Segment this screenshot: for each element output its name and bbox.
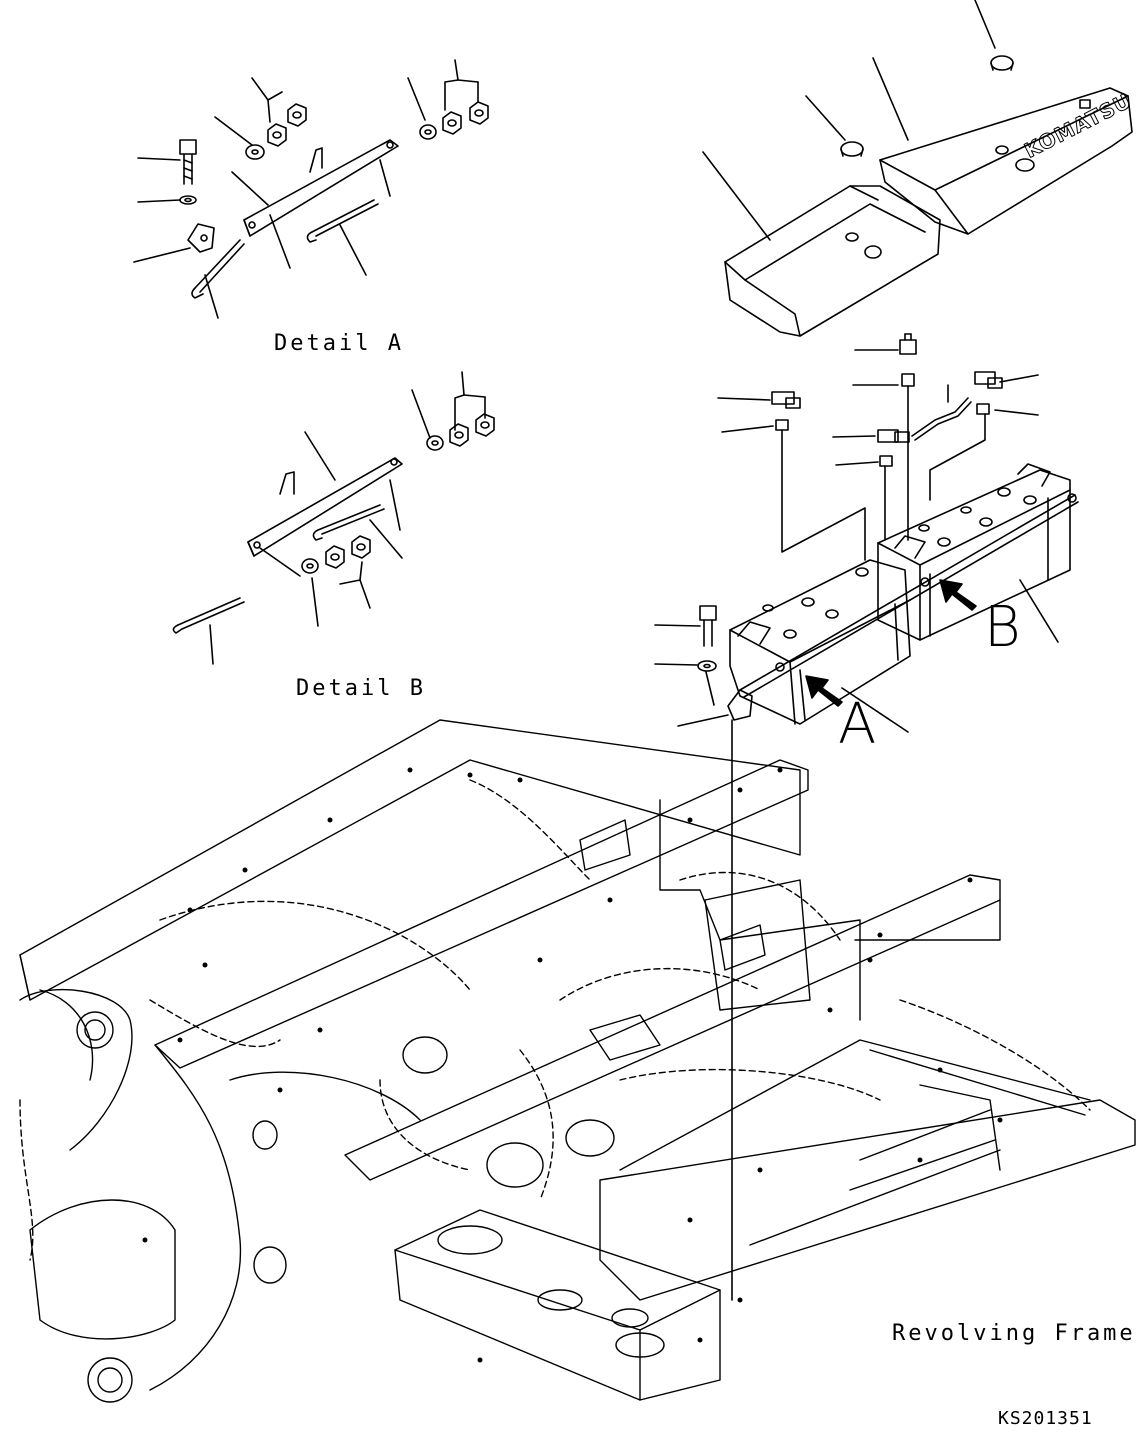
detail-b-label: Detail B — [296, 676, 426, 701]
revolving-frame — [19, 719, 1136, 1403]
arrow-b-letter: B — [984, 595, 1021, 660]
revolving-frame-label: Revolving Frame — [892, 1321, 1136, 1346]
view-arrows — [805, 579, 1059, 733]
battery-cover — [702, 0, 1133, 337]
drawing-code: KS201351 — [998, 1408, 1093, 1429]
detail-a-assembly — [133, 59, 489, 319]
arrow-b-icon — [939, 579, 977, 611]
battery-terminals — [717, 333, 1039, 561]
cover-logo: KOMATSU — [1020, 88, 1135, 162]
arrow-a-letter: A — [838, 692, 877, 757]
detail-b-assembly — [172, 371, 495, 665]
arrow-a-icon — [805, 675, 843, 707]
detail-a-label: Detail A — [274, 331, 404, 356]
battery-pair — [654, 463, 1079, 1301]
